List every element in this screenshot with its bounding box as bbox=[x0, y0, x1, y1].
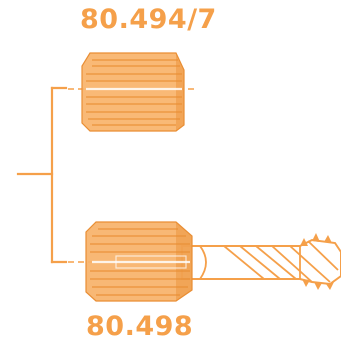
collet-bottom-part-number: 80.498 bbox=[86, 311, 194, 342]
bracket-connector bbox=[16, 86, 68, 264]
collet-top-part-number: 80.494/7 bbox=[80, 4, 217, 35]
collet-with-tap-icon bbox=[68, 221, 341, 302]
tap-tool bbox=[181, 233, 341, 290]
collet-icon bbox=[68, 52, 196, 132]
